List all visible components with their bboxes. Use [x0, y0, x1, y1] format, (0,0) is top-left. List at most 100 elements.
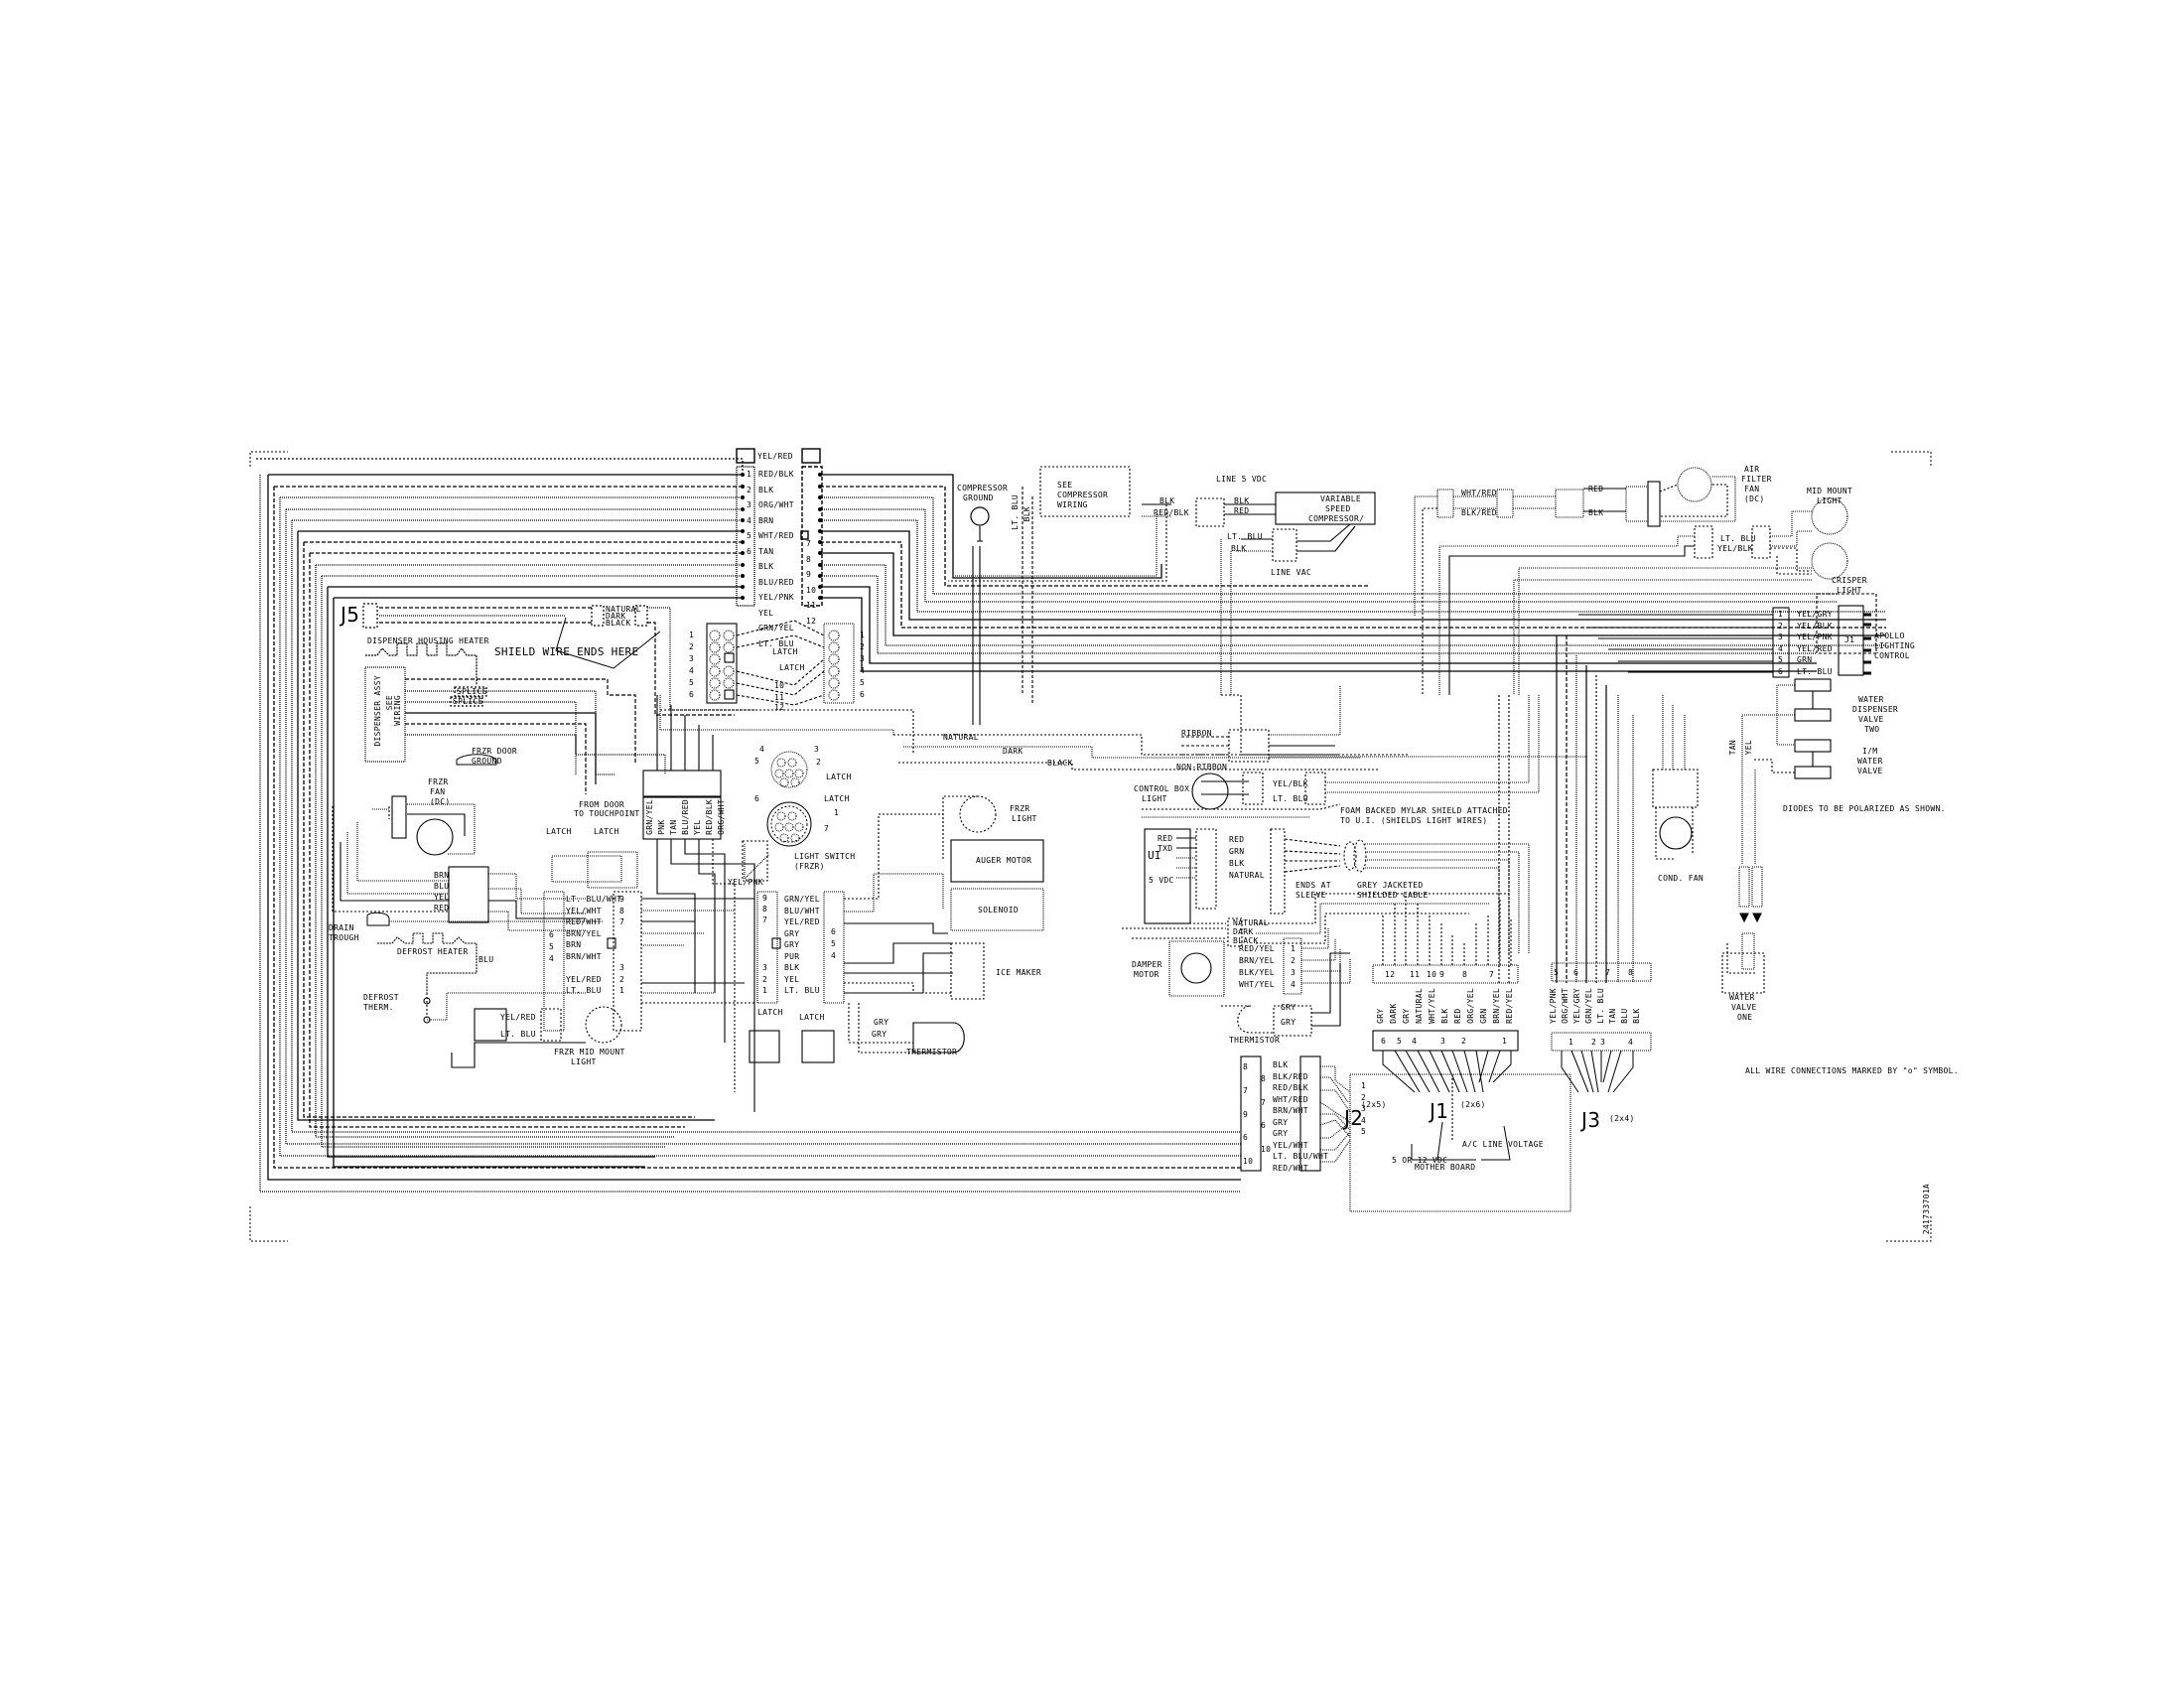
wire-label: ORG/WHT [758, 500, 794, 509]
right-bus [1498, 635, 1634, 983]
latch-label: LATCH [824, 794, 850, 803]
cond-fan-block [1652, 695, 1699, 860]
compressor-area [948, 466, 1376, 756]
j3-wire-list: YEL/PNK ORG/WHT YEL/GRY GRN/YEL LT. BLU … [1549, 988, 1641, 1024]
latch-label: LATCH [772, 647, 798, 656]
crisper-light-label: CRISPER [1832, 576, 1867, 585]
wire-label: TAN [758, 546, 774, 556]
mother-board [1349, 1050, 1634, 1212]
dispenser-heater-label: DISPENSER HOUSING HEATER [367, 636, 489, 645]
ice-thermistor-label: THERMISTOR [906, 1048, 958, 1056]
center-connectors [659, 620, 1410, 771]
j3-label: J3 [1581, 1108, 1601, 1132]
wire-label: YEL/PNK [758, 593, 794, 602]
dispenser-assy-label: DISPENSER ASSY [373, 675, 382, 747]
line-vac-label: LINE VAC [1271, 568, 1311, 577]
drawing-number: 241733701A [1922, 1184, 1931, 1235]
air-filter-area [1414, 467, 1877, 695]
apollo-control-label: APOLLO [1874, 632, 1905, 640]
ice-connector-wires: GRN/YEL BLU/WHT YEL/RED GRY GRY PUR BLK … [784, 895, 820, 995]
center-right-pins: 1 2 3 4 5 6 [860, 631, 866, 699]
freezer-connector [543, 891, 754, 1032]
apollo-block [1578, 605, 1871, 994]
from-door-label: FROM DOOR [579, 800, 625, 809]
center-left-pins: 1 2 3 4 5 6 [689, 631, 695, 699]
light-switch-label: LIGHT SWITCH [794, 852, 856, 861]
grey-cable-label: GREY JACKETED [1357, 881, 1424, 890]
top-connector-wire-list: RED/BLK BLK ORG/WHT BRN WHT/RED TAN BLK … [758, 467, 794, 651]
top-right-wires [820, 474, 1886, 672]
diodes-note: DIODES TO BE POLARIZED AS SHOWN. [1783, 804, 1946, 813]
foam-note: FOAM BACKED MYLAR SHIELD ATTACHED [1340, 806, 1508, 815]
vsc-label: VARIABLE [1320, 494, 1361, 503]
control-box-area [1122, 685, 1588, 953]
frzr-fan-label: FRZR [428, 777, 449, 786]
damper-motor-label: DAMPER [1132, 960, 1162, 969]
j5-label: J5 [341, 603, 360, 627]
j1-label: J1 [1430, 1099, 1449, 1123]
frzr-fan-wires: BRN BLU YEL RED [434, 871, 450, 913]
dispenser-assy-wiring: WIRING [393, 695, 402, 726]
mid-mount-light-label: MID MOUNT [1807, 487, 1853, 495]
wire-label: YEL [758, 608, 774, 618]
ice-maker-label: ICE MAKER [996, 968, 1042, 977]
j1-wire-list: GRY DARK GRY NATURAL WHT/YEL BLK RED ORG… [1376, 988, 1514, 1024]
solenoid-label: SOLENOID [978, 906, 1019, 914]
control-shield-colors: NATURAL DARK BLACK [1233, 918, 1269, 945]
wire-label: RED/BLK [758, 470, 794, 479]
drain-trough-label: DRAIN [329, 923, 354, 932]
compressor-ground-label: COMPRESSOR [957, 484, 1009, 492]
frame-marks [249, 451, 1932, 1242]
top-connector-left-pins: 1 2 3 4 5 6 [747, 470, 752, 556]
j5-block [362, 603, 754, 794]
frzr-mid-mount-light-label: FRZR MID MOUNT [554, 1048, 625, 1056]
mother-board-label: MOTHER BOARD [1415, 1163, 1476, 1172]
thermistor-label: THERMISTOR [1229, 1036, 1281, 1045]
see-compressor-label: SEE [1057, 481, 1073, 490]
water-dispenser-valve-label: WATER [1858, 695, 1884, 704]
latch-label: LATCH [594, 827, 619, 836]
top-connector-right-pins: 7 8 9 10 11 12 [806, 539, 817, 626]
wire-label: BRN [758, 515, 774, 525]
dc-voltage-label: 5 OR 12 VDC [1392, 1156, 1448, 1165]
wire-label: GRN/YEL [758, 624, 794, 633]
damper-area [1168, 928, 1351, 1037]
wire-label: WHT/RED [758, 531, 794, 540]
frzr-door-ground-label: FRZR DOOR [472, 747, 518, 756]
freezer-connector-wires: LT. BLU/WHT YEL/WHT RED/WHT BRN/YEL BRN … [566, 895, 622, 995]
latch-label: LATCH [799, 1013, 825, 1022]
damper-wires: RED/YEL BRN/YEL BLK/YEL WHT/YEL [1239, 944, 1275, 989]
auger-motor-label: AUGER MOTOR [976, 856, 1032, 865]
j2-connectors [1240, 1055, 1351, 1172]
cond-fan-label: COND. FAN [1658, 874, 1705, 883]
freezer-connector-right-pins: 9 8 7 [619, 895, 625, 926]
j5-shield-colors: NATURAL DARK BLACK [606, 605, 641, 628]
j2-label: J2 [1344, 1106, 1364, 1130]
j2-wire-list: BLK BLK/RED RED/BLK WHT/RED BRN/WHT GRY … [1273, 1060, 1329, 1173]
wire-label: BLK [758, 562, 774, 571]
wire-label: BLK [758, 485, 774, 494]
wire-black: BLACK [1047, 759, 1073, 768]
splice-label: SPLICE [453, 697, 483, 706]
apollo-pins: 1 2 3 4 5 6 [1778, 610, 1784, 676]
top-connector-header: YEL/RED [757, 452, 793, 461]
left-harness-bus [256, 458, 1241, 1193]
wire-dark: DARK [1003, 747, 1024, 756]
inverter-voltage: LINE 5 VDC [1216, 475, 1268, 484]
control-box-light-label: CONTROL BOX [1134, 784, 1190, 793]
ac-voltage-label: A/C LINE VOLTAGE [1462, 1140, 1544, 1149]
wire-natural: NATURAL [943, 733, 979, 742]
wire-label: BLU/RED [758, 577, 794, 587]
latch-label: LATCH [779, 663, 805, 672]
frzr-light-label: FRZR [1010, 804, 1030, 813]
latch-label: LATCH [757, 1008, 783, 1017]
defrost-therm-label: DEFROST [363, 993, 399, 1002]
ice-connector [742, 795, 1044, 1063]
splice-label: SPLICE [457, 687, 487, 696]
j1-header [1372, 894, 1519, 1052]
latch-label: LATCH [546, 827, 572, 836]
top-connector-shapes [736, 448, 823, 607]
j2-side-pins: 1 2 3 4 5 [1361, 1081, 1367, 1136]
control-cable-wires: RED GRN BLK NATURAL [1229, 835, 1265, 880]
